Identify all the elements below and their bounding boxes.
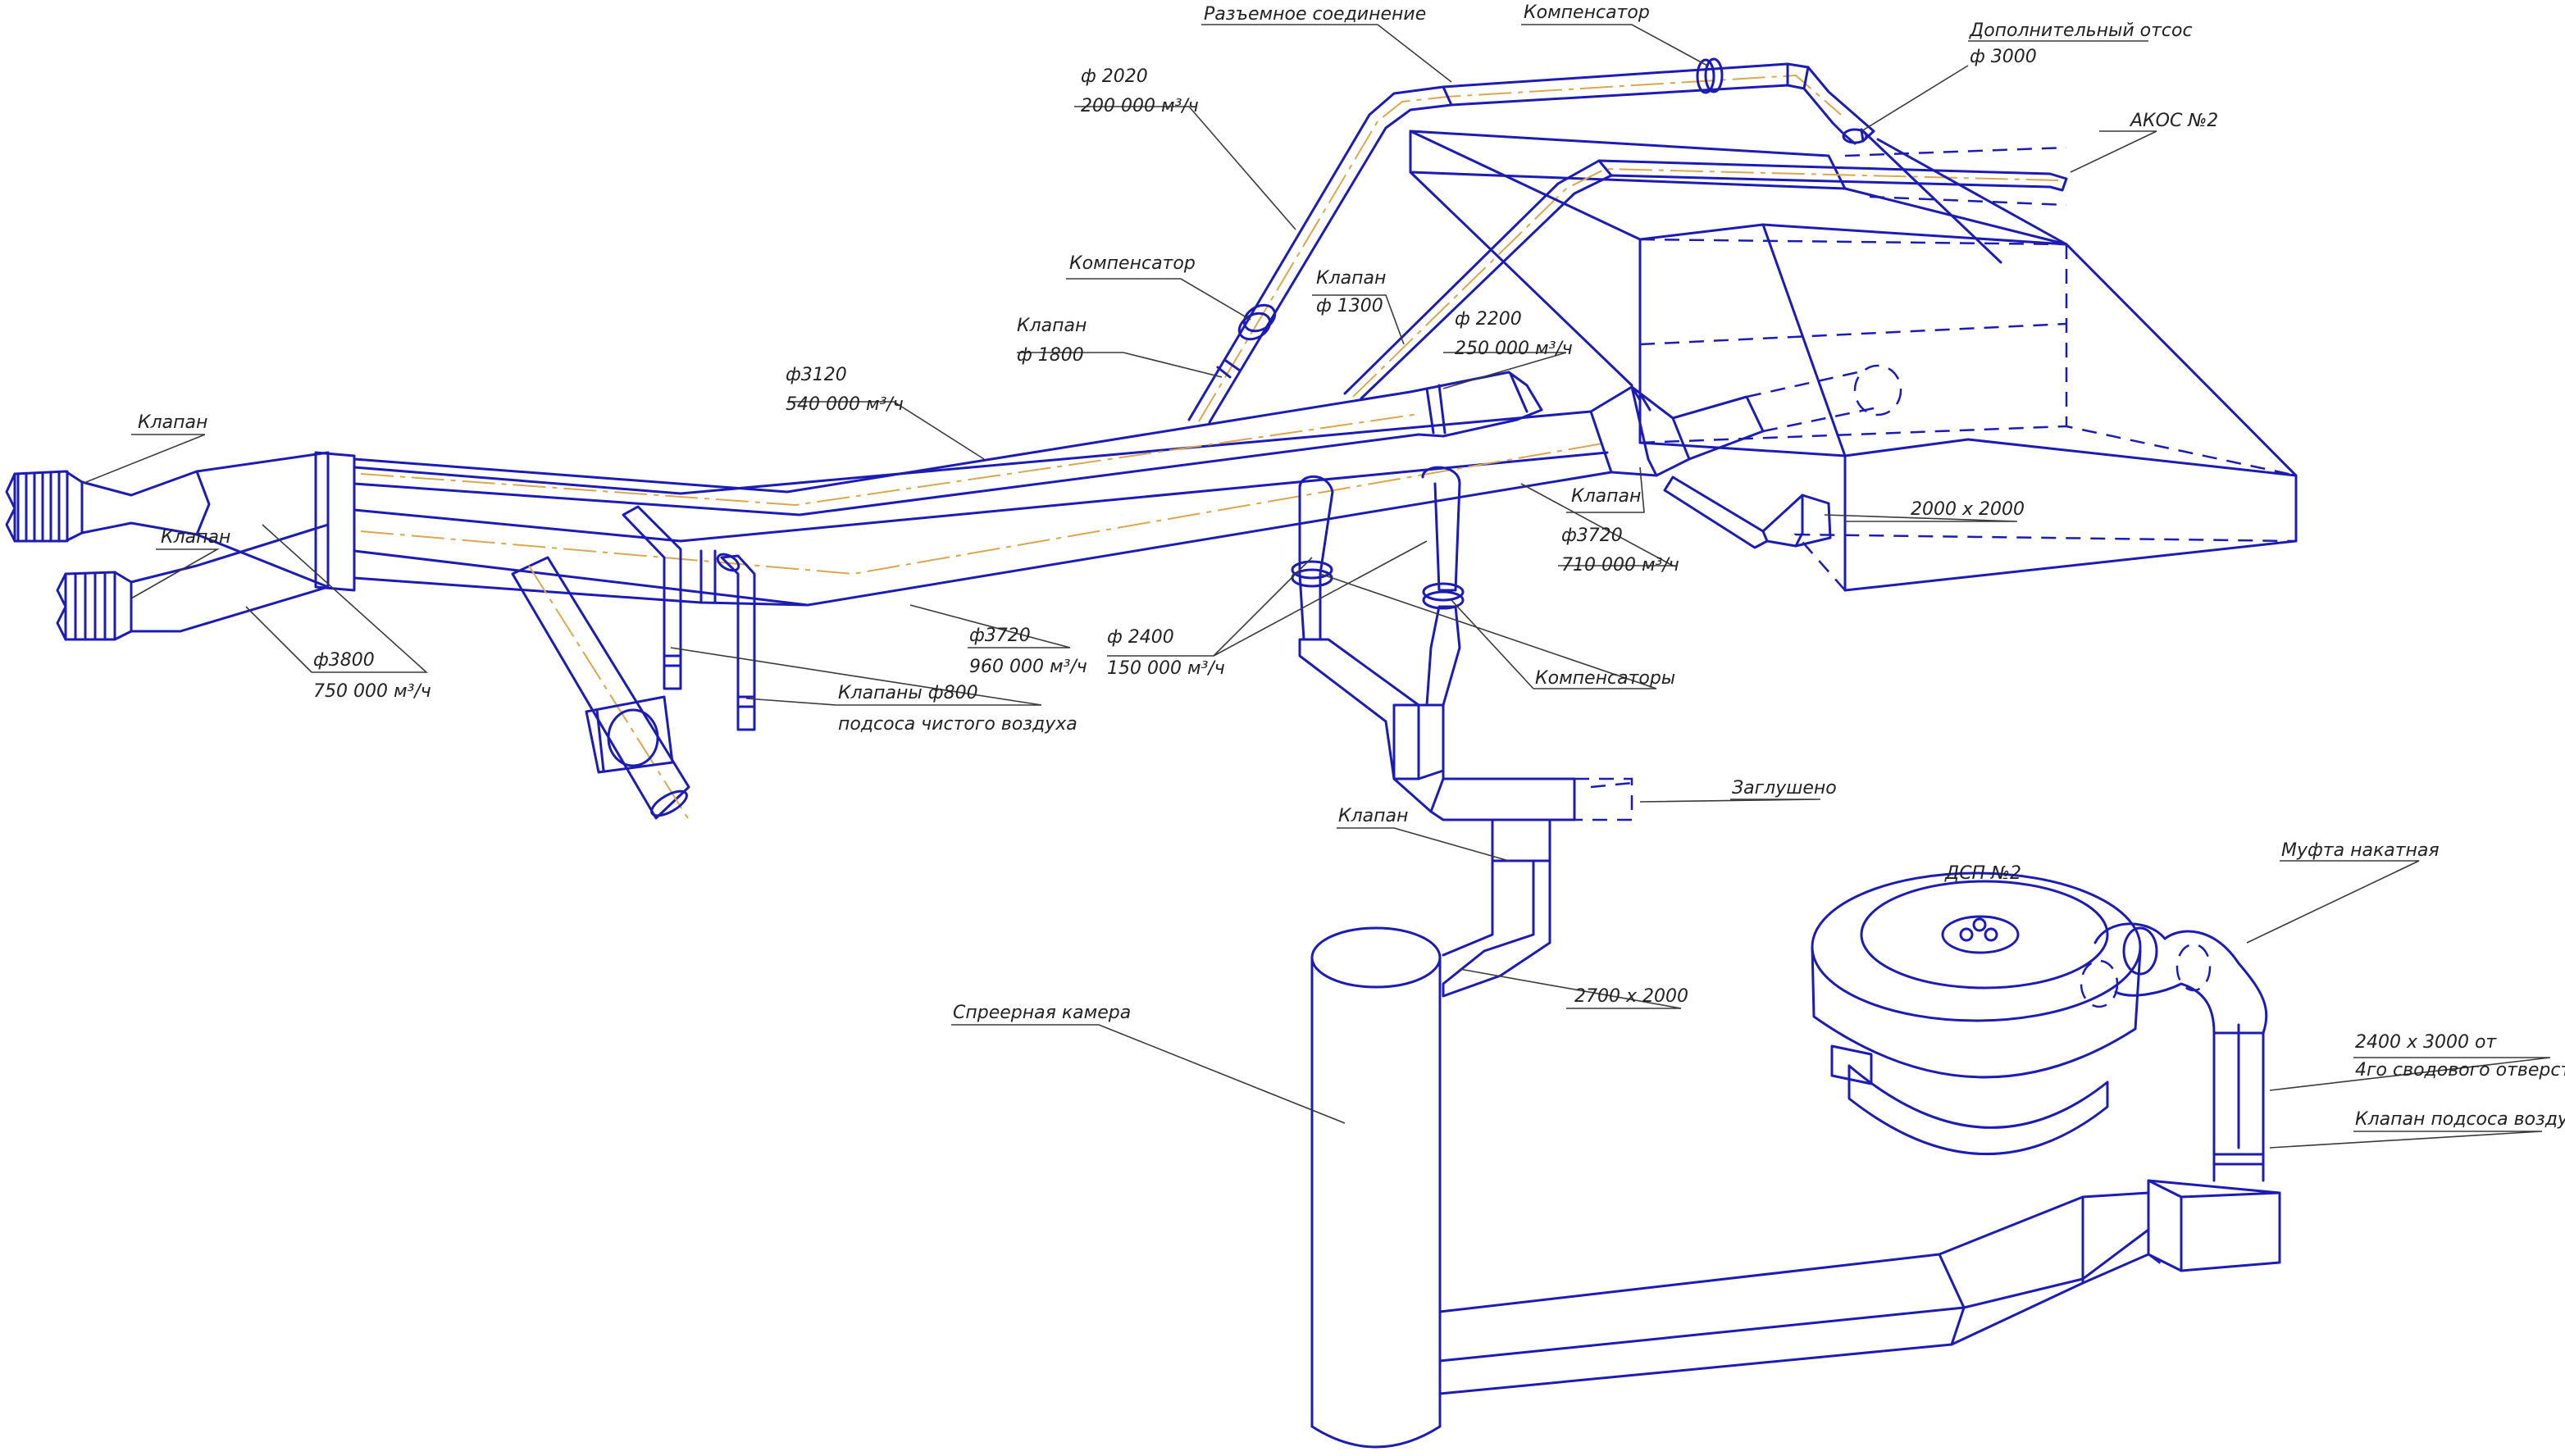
diagonal-drop-pipe	[511, 556, 690, 821]
leader-lines	[81, 24, 2551, 1149]
spreer-chamber	[1310, 926, 1442, 1449]
label-spreer: Спреерная камера	[953, 1003, 1131, 1023]
label-d2400-flow: 150 000 м³/ч	[1107, 658, 1225, 679]
label-kompensator-top: Компенсатор	[1524, 2, 1650, 23]
pipe-2020-top	[1187, 62, 1875, 424]
label-klapan-right: Клапан	[1571, 486, 1641, 507]
label-box-2400-sub: 4го сводового отверстия	[2355, 1060, 2565, 1081]
label-zagusheno: Заглушено	[1732, 778, 1837, 799]
label-d3720-top: ф3720	[1561, 526, 1623, 546]
dsp2-furnace	[1811, 871, 2142, 1155]
label-box-2400: 2400 х 3000 от	[2355, 1032, 2497, 1053]
label-d3120-flow: 540 000 м³/ч	[786, 394, 904, 415]
label-klapan-left-lower: Клапан	[161, 527, 230, 548]
label-klapan-left-upper: Клапан	[138, 412, 207, 433]
left-inlet-upper	[5, 451, 330, 589]
main-duct-3720-lower	[353, 410, 1613, 607]
label-klapany800-sub: подсоса чистого воздуха	[838, 714, 1077, 735]
text-labels: Разъемное соединение Компенсатор Дополни…	[138, 2, 2565, 1130]
label-razemnoe: Разъемное соединение	[1204, 4, 1426, 25]
label-dop-otsos-d: ф 3000	[1970, 47, 2037, 67]
label-d2400: ф 2400	[1107, 627, 1174, 648]
label-d2020-flow: 200 000 м³/ч	[1081, 96, 1199, 116]
label-mufta: Муфта накатная	[2281, 840, 2440, 861]
box-connector	[1589, 364, 1902, 477]
label-kompensatory: Компенсаторы	[1535, 668, 1675, 689]
label-klapan-podsosa: Клапан подсоса воздуха	[2355, 1109, 2565, 1130]
label-akos: АКОС №2	[2129, 111, 2218, 131]
riser-merge-box	[1392, 703, 1633, 821]
label-dop-otsos: Дополнительный отсос	[1969, 20, 2193, 41]
pipe-akos-2	[1343, 128, 2068, 400]
label-box-2000: 2000 х 2000	[1911, 499, 2025, 520]
label-klapan-1800: Клапан	[1017, 316, 1087, 336]
label-box-2700: 2700 х 2000	[1574, 986, 1688, 1007]
label-d3720-bot: ф3720	[969, 626, 1031, 646]
akos-box	[1638, 223, 2298, 592]
box-bottom-duct-2000	[1663, 475, 1832, 549]
label-kompensator-mid: Компенсатор	[1069, 253, 1196, 274]
label-klapan-spreer: Клапан	[1338, 806, 1408, 826]
label-dsp: ДСП №2	[1944, 863, 2021, 884]
label-klapan-1300: Клапан	[1316, 268, 1386, 289]
bottom-duct	[1438, 1179, 2281, 1395]
klapany-800	[622, 505, 756, 731]
kompensator-top-ring	[1696, 57, 1724, 94]
label-d2200-flow: 250 000 м³/ч	[1455, 339, 1573, 359]
left-inlet-lower	[56, 523, 330, 641]
label-d2200: ф 2200	[1455, 309, 1522, 330]
label-d2020: ф 2020	[1081, 66, 1148, 87]
duct-3120-upper	[353, 371, 1543, 516]
label-d3120: ф3120	[786, 365, 847, 385]
label-klapan-1300-d: ф 1300	[1316, 296, 1383, 316]
label-d3800-flow: 750 000 м³/ч	[313, 681, 431, 702]
mufta-elbow	[2080, 922, 2268, 1182]
label-d3800: ф3800	[313, 650, 375, 671]
label-d3720-top-flow: 710 000 м³/ч	[1561, 555, 1679, 576]
label-klapan-1800-d: ф 1800	[1017, 345, 1084, 366]
spreer-connector	[1442, 818, 1551, 998]
kompensator-mid-ring	[1237, 303, 1277, 341]
label-d3720-bot-flow: 960 000 м³/ч	[969, 657, 1087, 677]
label-klapany800: Клапаны ф800	[838, 683, 978, 703]
collector-box-3800	[314, 451, 356, 592]
riser-2400-left	[1291, 475, 1420, 780]
